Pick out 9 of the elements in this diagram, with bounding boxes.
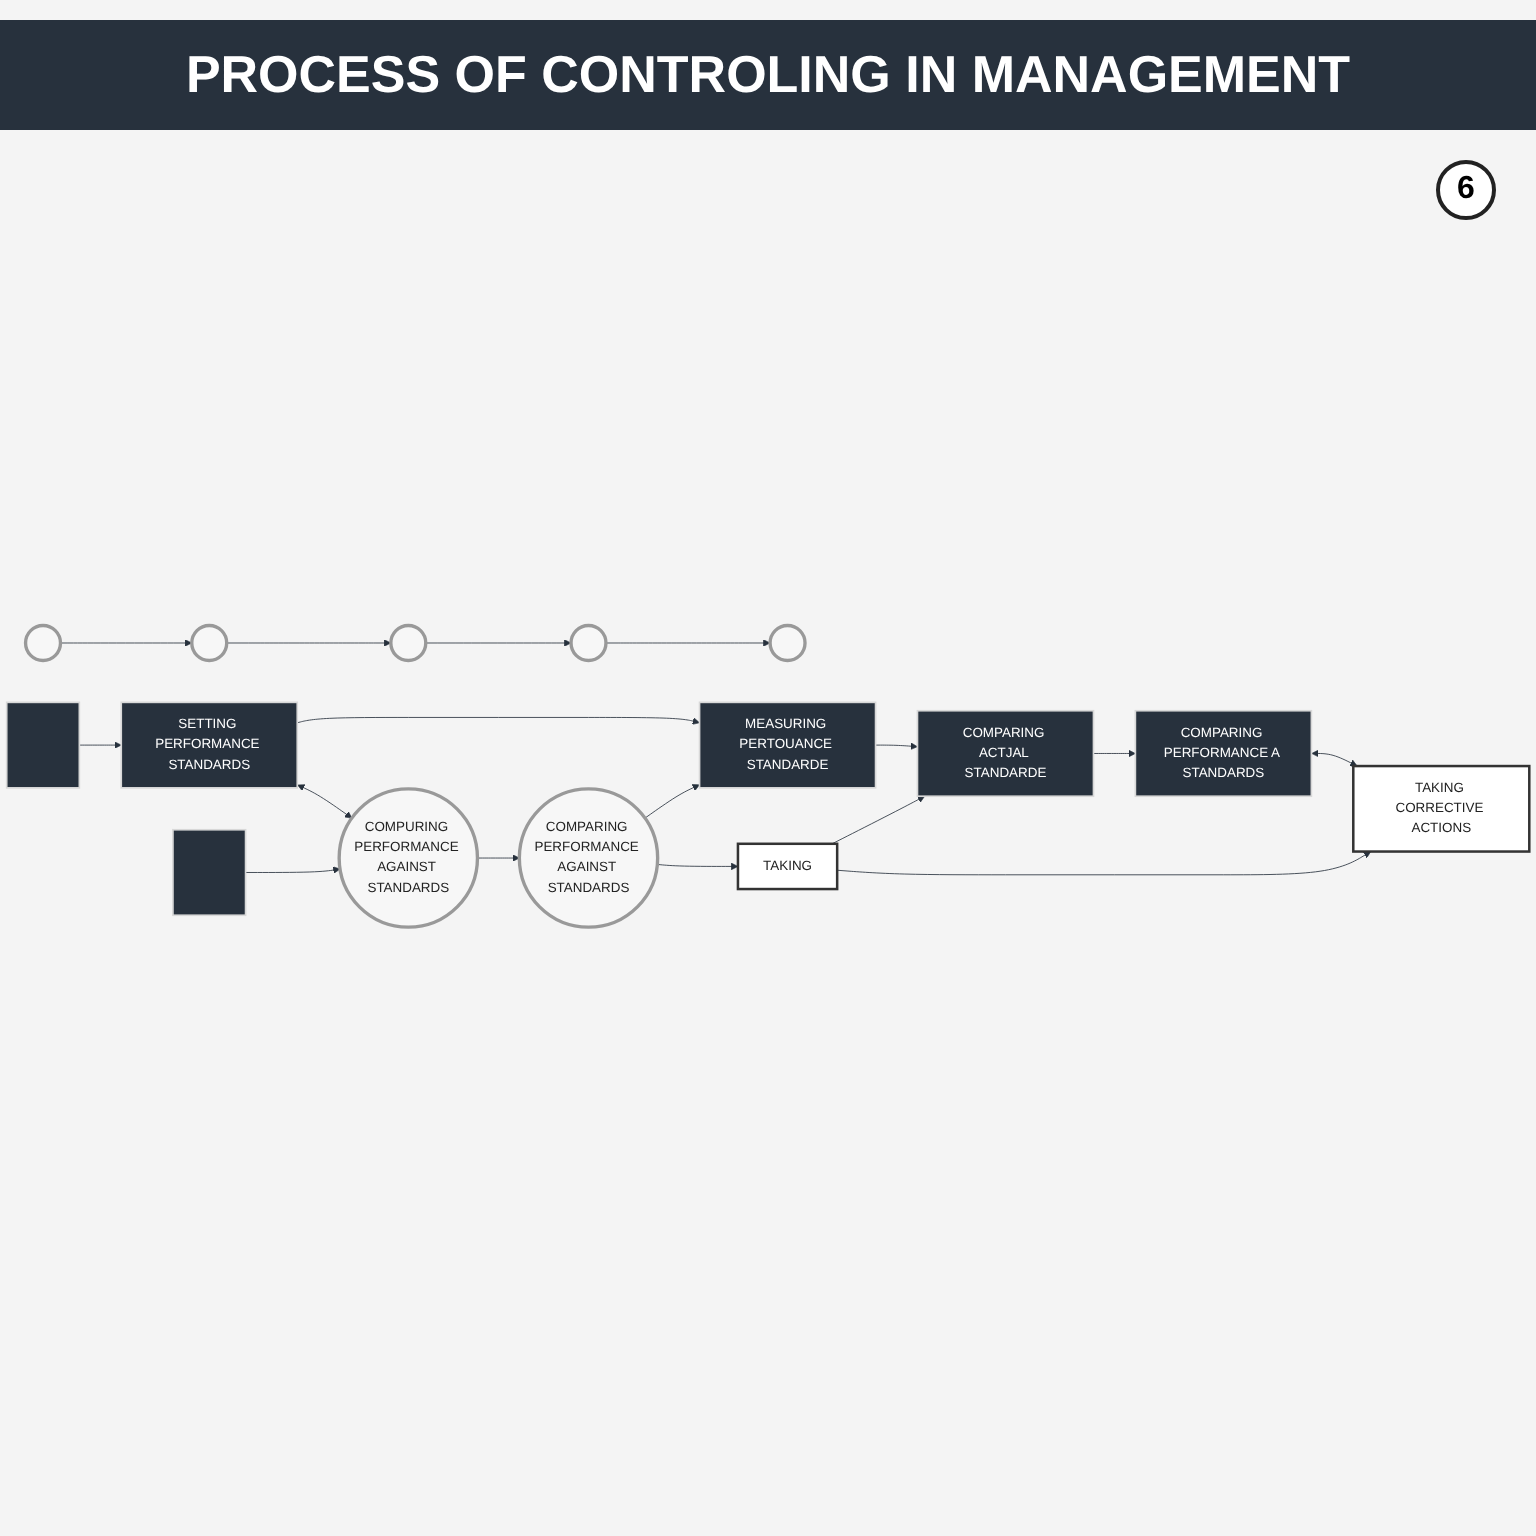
title-banner: PROCESS OF CONTROLING IN MANAGEMENT [0, 20, 1536, 130]
node-circle [569, 623, 608, 663]
node-box [172, 828, 247, 917]
node-circle [768, 623, 807, 663]
node-circle [389, 623, 428, 663]
node-box [5, 701, 81, 789]
node-circle [190, 623, 229, 663]
node-circle [23, 623, 63, 663]
step-number-badge: 6 [1436, 160, 1496, 220]
